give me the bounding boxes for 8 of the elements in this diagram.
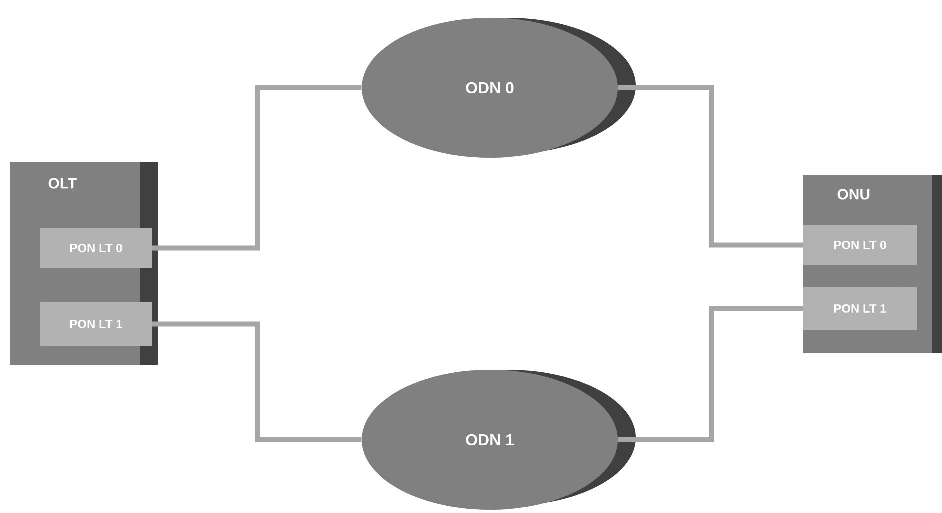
connector-line	[152, 86, 362, 251]
port-box: PON LT 1	[803, 287, 918, 330]
connector-line	[618, 306, 803, 442]
port-box: PON LT 0	[803, 225, 918, 266]
port-box: PON LT 1	[40, 302, 152, 346]
port-box: PON LT 0	[40, 228, 152, 268]
connector-line	[152, 322, 362, 442]
connector-line	[618, 86, 803, 248]
